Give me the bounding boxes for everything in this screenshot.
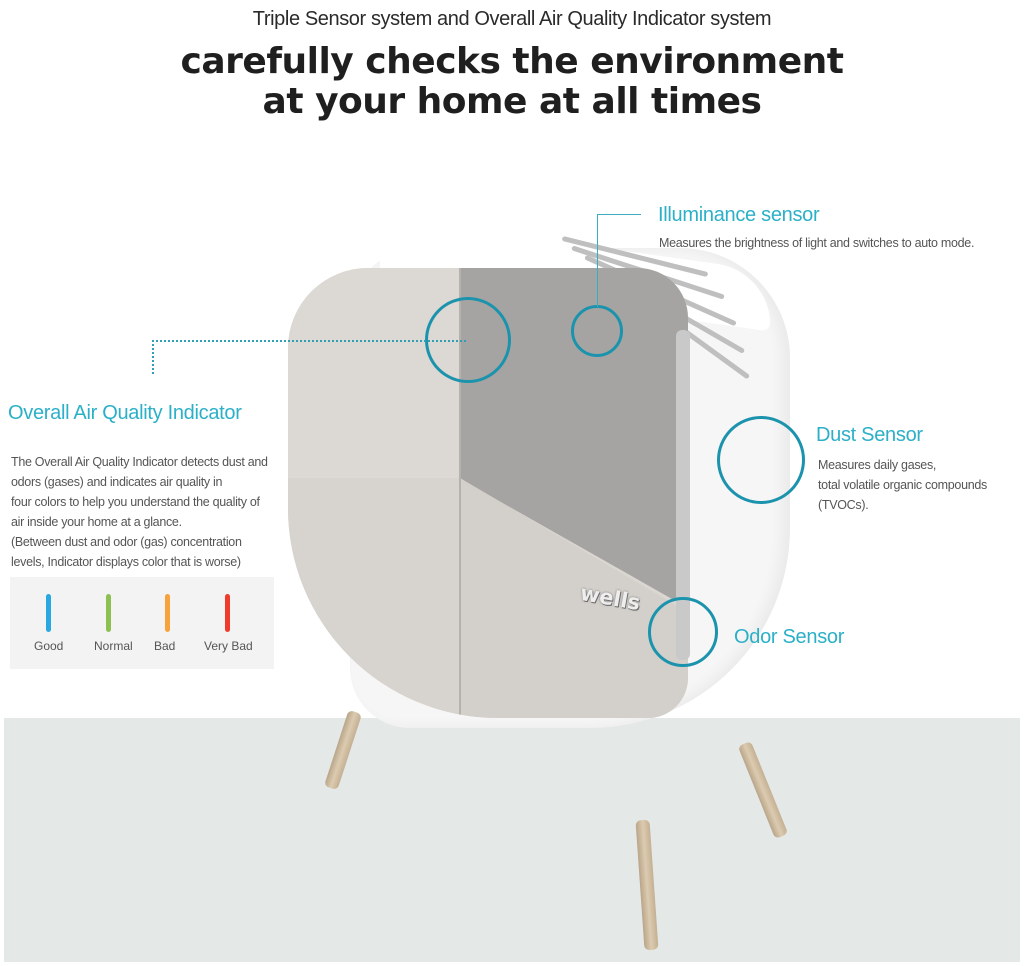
floor-background bbox=[4, 718, 1020, 962]
leg-back-left bbox=[323, 709, 363, 791]
air-quality-legend: Good Normal Bad Very Bad bbox=[10, 577, 274, 669]
side-panel bbox=[676, 330, 690, 660]
odor-highlight-ring bbox=[648, 597, 718, 667]
illuminance-sensor-description: Measures the brightness of light and swi… bbox=[659, 236, 975, 250]
very-bad-color-bar bbox=[225, 594, 230, 632]
odor-sensor-title: Odor Sensor bbox=[734, 626, 845, 648]
illuminance-sensor-title: Illuminance sensor bbox=[658, 204, 820, 226]
dust-highlight-ring bbox=[717, 416, 805, 504]
bad-color-bar bbox=[165, 594, 170, 632]
section-subtitle: Triple Sensor system and Overall Air Qua… bbox=[252, 8, 772, 30]
dust-sensor-description: Measures daily gases, total volatile org… bbox=[818, 458, 987, 512]
leg-front bbox=[635, 819, 659, 951]
indicator-leader-horizontal bbox=[152, 340, 466, 342]
leg-back-right bbox=[737, 741, 789, 839]
illuminance-leader-horizontal bbox=[597, 214, 641, 215]
good-color-bar bbox=[46, 594, 51, 632]
dust-sensor-title: Dust Sensor bbox=[816, 424, 923, 446]
indicator-leader-vertical bbox=[152, 340, 154, 374]
illuminance-highlight-ring bbox=[571, 305, 623, 357]
illuminance-leader-vertical bbox=[597, 214, 598, 307]
headline-line-1: carefully checks the environment bbox=[180, 41, 844, 82]
normal-color-bar bbox=[106, 594, 111, 632]
indicator-description: The Overall Air Quality Indicator detect… bbox=[11, 455, 268, 569]
headline-line-2: at your home at all times bbox=[262, 81, 762, 122]
section-headline: carefully checks the environment at your… bbox=[0, 42, 1024, 122]
indicator-title: Overall Air Quality Indicator bbox=[8, 402, 242, 424]
